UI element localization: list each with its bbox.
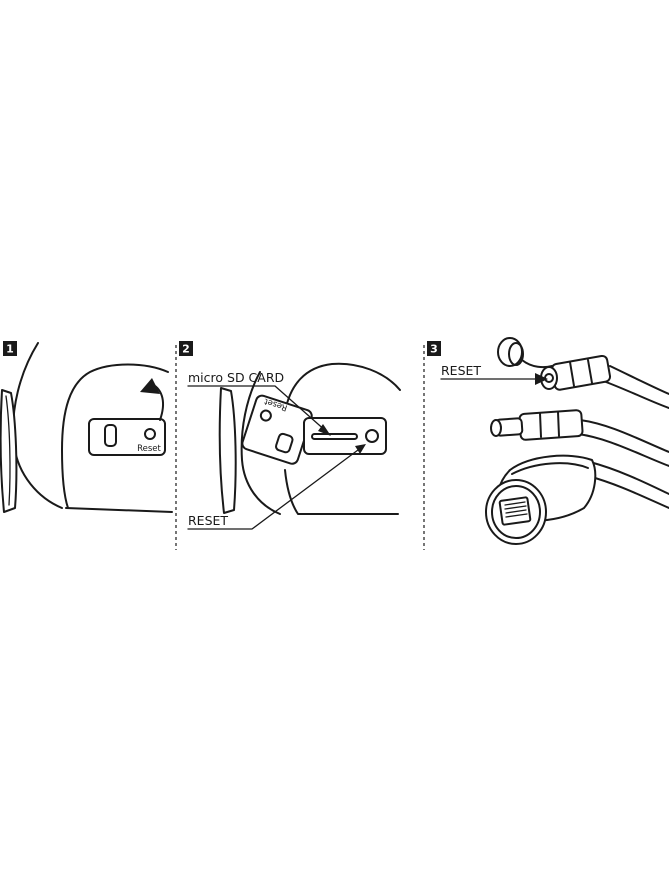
step-3-number: 3 [430,343,438,356]
step-3-reset-label: RESET [441,363,481,378]
step-1-bracket-edge [5,395,11,506]
step-2-sd-leader-arrow [318,424,331,436]
dust-cap-rim [508,342,524,366]
step-2-number: 2 [182,343,190,356]
step-2-sd-slot [311,433,358,440]
step-1-reset-hole [144,428,156,440]
step-3-badge [427,341,441,356]
dc-connector-tip [490,419,502,437]
step-2-reset-leader-arrow [355,444,366,454]
step-1-panel: 1 Reset [0,341,173,513]
step-1-camera-body [61,363,169,509]
step-2-bracket [218,387,237,514]
cable-1-outer-top [609,365,669,395]
step-1-dome-outline [12,342,63,509]
step-2-open-cover: Reset [241,394,313,465]
step-1-reset-text: Reset [137,444,161,454]
step-1-body-base [65,507,173,513]
step-1-number: 1 [6,343,14,356]
step-2-reset-leader [187,446,363,530]
step-2-sd-label: micro SD CARD [188,370,284,385]
step-2-badge [179,341,193,356]
rj45-face-inner [491,485,541,539]
step-1-sd-slot [104,424,117,447]
step-3-reset-arrow-head [535,373,548,385]
cable-2-outer-top [579,419,669,453]
cable-3-outer-bottom [587,475,669,509]
reset-connector-ribs [569,359,593,387]
cable-2-outer-bottom [577,433,669,467]
rj45-housing-rim [511,462,589,475]
dust-cap-tether [521,359,553,369]
step-2-reset-label: RESET [188,513,228,528]
reset-connector-body [550,354,612,391]
step-2-cover-sd-mark [275,432,294,454]
step-2-panel: 2 Reset micro SD CARD RESET [179,341,401,530]
step-1-bracket [0,389,18,513]
step-1-badge [3,341,17,356]
dc-connector-body [518,409,584,441]
step-2-reset-hole [365,429,379,443]
rj45-port-pins [504,501,528,518]
step-2-dome-outline [240,371,281,515]
dc-connector-ribs [539,411,560,438]
cable-1-outer-bottom [605,381,669,409]
step-1-open-arrow-head [140,378,160,394]
step-2-camera-top [284,362,401,413]
step-2-camera-bottom [284,469,399,515]
cable-3-outer-top [589,461,669,495]
step-2-cover-reset-mark [259,409,272,422]
step-3-panel: 3 RESET [427,337,669,545]
step-2-sd-leader [187,385,328,433]
